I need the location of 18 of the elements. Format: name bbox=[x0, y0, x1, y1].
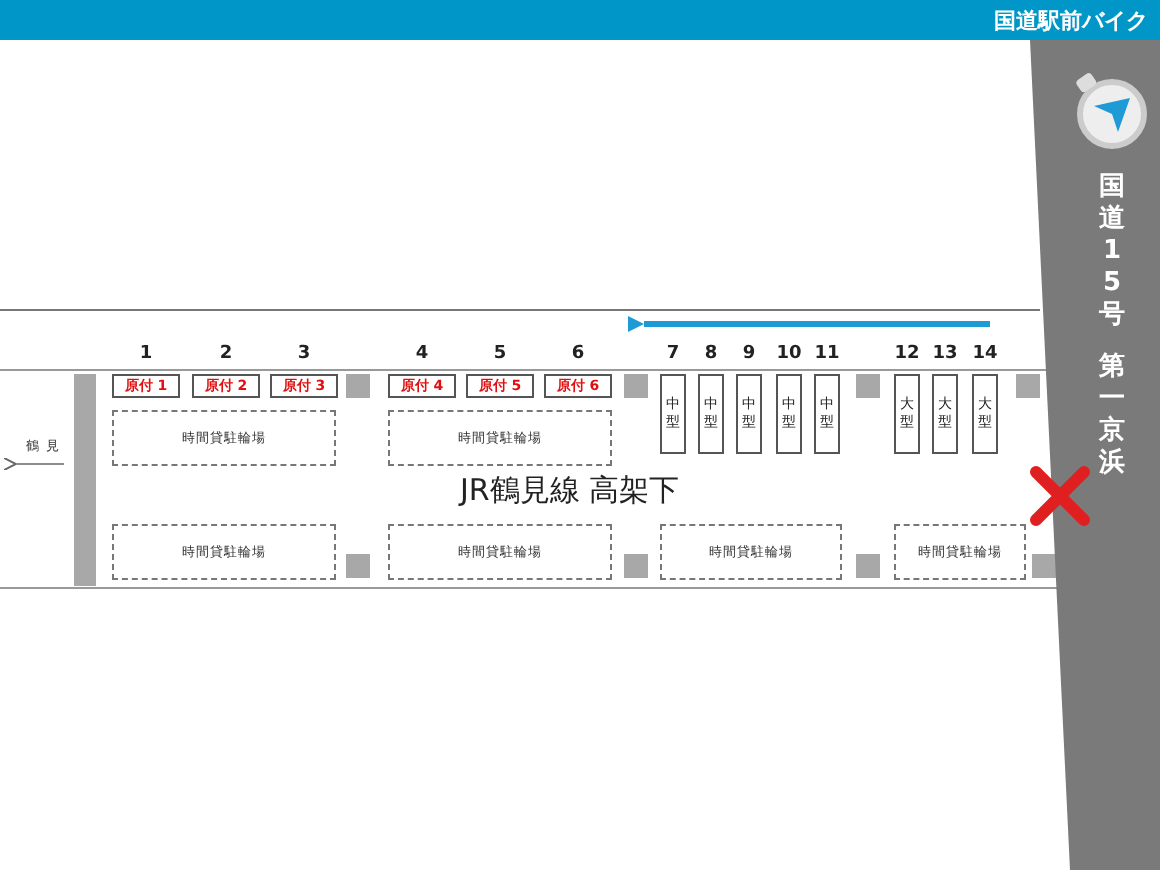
space-number: 12 bbox=[892, 344, 922, 364]
space-number: 1 bbox=[137, 344, 155, 364]
road-name: 国道15号 bbox=[1097, 172, 1127, 332]
space-number: 9 bbox=[740, 344, 758, 364]
road-name: 第一京浜 bbox=[1097, 352, 1127, 480]
space-number: 3 bbox=[295, 344, 313, 364]
space-number: 13 bbox=[930, 344, 960, 364]
space-number: 7 bbox=[664, 344, 682, 364]
space-number: 10 bbox=[774, 344, 804, 364]
space-number: 11 bbox=[812, 344, 842, 364]
space-number: 2 bbox=[217, 344, 235, 364]
map-label: JR鶴見線 高架下 bbox=[460, 472, 680, 510]
header-title: 国道駅前バイク bbox=[994, 6, 1148, 36]
space-number: 6 bbox=[569, 344, 587, 364]
space-number: 5 bbox=[491, 344, 509, 364]
space-number: 8 bbox=[702, 344, 720, 364]
space-number: 4 bbox=[413, 344, 431, 364]
space-number: 14 bbox=[970, 344, 1000, 364]
